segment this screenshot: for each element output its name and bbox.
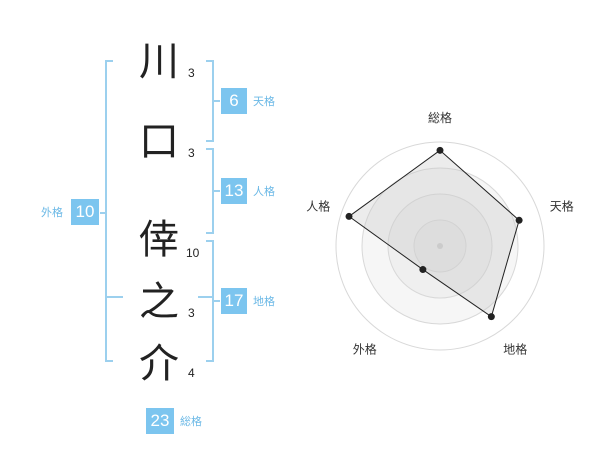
name-char-5: 介 [139,341,179,387]
radar-center [437,243,443,249]
radar-point-5 [345,212,353,220]
radar-point-4 [419,266,427,274]
name-char-4: 之 [139,279,179,325]
chikaku-bracket [206,240,214,362]
jinkaku-value: 13 [221,178,247,204]
gaikaku-bracket [105,60,113,362]
tenkaku-label: 天格 [253,95,275,108]
name-char-1: 川 [139,39,179,85]
radar-point-1 [436,146,444,154]
radar-axis-label-4: 外格 [353,342,377,357]
chikaku-label: 地格 [253,295,275,308]
chikaku-value: 17 [221,288,247,314]
tenkaku-value: 6 [221,88,247,114]
soukaku-label: 総格 [180,415,202,428]
radar-axis-label-2: 天格 [550,198,574,213]
stroke-count-4: 3 [188,306,195,320]
gaikaku-label: 外格 [41,206,63,219]
stroke-count-5: 4 [188,366,195,380]
radar-axis-label-1: 総格 [428,110,452,125]
soukaku-value: 23 [146,408,174,434]
radar-point-3 [487,313,495,321]
jinkaku-label: 人格 [253,185,275,198]
radar-series-polygon [348,149,520,318]
jinkaku-connector [214,190,220,192]
radar-axis-label-5: 人格 [306,198,330,213]
tenkaku-connector [214,100,220,102]
stroke-count-1: 3 [188,66,195,80]
tenkaku-bracket [206,60,214,142]
gaikaku-divider [105,296,123,298]
stroke-count-2: 3 [188,146,195,160]
name-char-2: 口 [139,119,179,165]
jinkaku-bracket [206,148,214,234]
chikaku-divider [198,296,214,298]
radar-point-2 [515,216,523,224]
chikaku-connector [214,300,220,302]
name-char-3: 倖 [139,217,179,263]
gaikaku-connector [100,212,107,214]
gaikaku-value: 10 [71,199,99,225]
stroke-count-3: 10 [186,246,200,260]
radar-axis-label-3: 地格 [503,342,527,357]
